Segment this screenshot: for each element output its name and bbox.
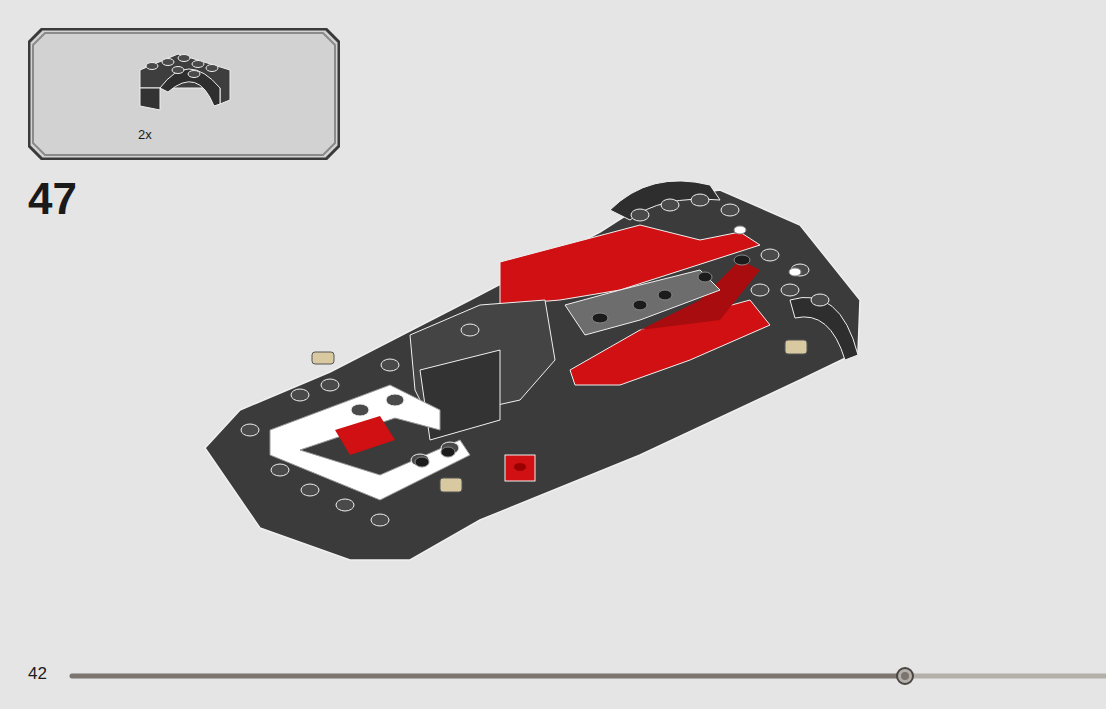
callout-frame: [28, 28, 340, 160]
page-number: 42: [28, 664, 47, 684]
parts-callout: 2x: [28, 28, 340, 160]
step-number: 47: [28, 174, 77, 224]
part-count: 2x: [138, 127, 340, 142]
